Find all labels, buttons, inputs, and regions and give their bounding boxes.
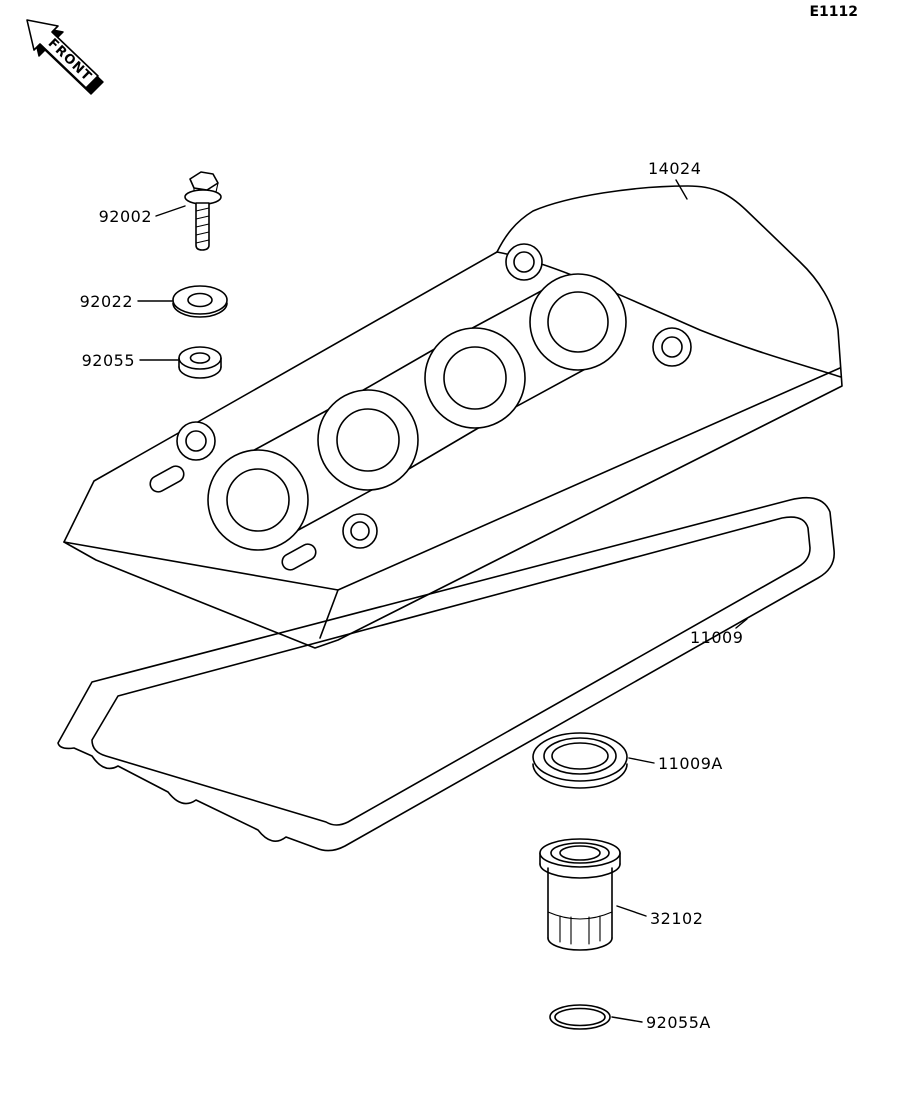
cover-boss-3-hole bbox=[513, 251, 535, 273]
cover-boss-2-hole bbox=[350, 521, 370, 541]
cover-leader-line bbox=[675, 179, 688, 200]
grommet-part-number: 92055 bbox=[82, 351, 135, 370]
gasket-inner-edge bbox=[91, 516, 811, 826]
pipe-band bbox=[547, 911, 613, 920]
diagram-code: E1112 bbox=[809, 4, 858, 20]
front-direction-marker: FRONT bbox=[26, 19, 104, 95]
seal-ring-drawing bbox=[532, 732, 628, 789]
grommet-side bbox=[178, 357, 222, 368]
oring-part-number: 92055A bbox=[646, 1013, 711, 1032]
grommet-drawing bbox=[178, 346, 222, 379]
bolt-drawing bbox=[184, 171, 222, 251]
cover-slot-1 bbox=[149, 465, 185, 493]
pipe-bottom bbox=[547, 937, 613, 951]
cover-gasket-drawing bbox=[57, 496, 835, 852]
cover-boss-3 bbox=[505, 243, 543, 281]
pipe-slots bbox=[559, 915, 601, 945]
washer-thickness bbox=[172, 302, 228, 318]
bolt-shank bbox=[195, 202, 210, 251]
cover-boss-1-hole bbox=[185, 430, 207, 452]
front-arrow-icon bbox=[26, 19, 99, 89]
bolt-part-number: 92002 bbox=[99, 207, 152, 226]
cover-boss-1 bbox=[176, 421, 216, 461]
seal-part-number: 11009A bbox=[658, 754, 723, 773]
pipe-body-sides bbox=[547, 867, 613, 939]
pipe-leader-line bbox=[616, 905, 647, 917]
seal-inner-ring bbox=[551, 742, 609, 770]
cover-rail-upper bbox=[235, 282, 557, 461]
cover-bore-3-inner bbox=[443, 346, 507, 410]
cover-bore-2-inner bbox=[336, 408, 400, 472]
gasket-part-number: 11009 bbox=[690, 628, 743, 647]
cylinder-head-cover-drawing bbox=[63, 185, 843, 649]
cover-bore-2 bbox=[317, 389, 419, 491]
cover-bore-3 bbox=[424, 327, 526, 429]
leader-lines bbox=[137, 179, 748, 1023]
bolt-head bbox=[189, 171, 219, 191]
oring-outer bbox=[549, 1004, 611, 1030]
oring-leader-line bbox=[611, 1016, 643, 1023]
seal-thickness bbox=[532, 763, 628, 789]
grommet-hole bbox=[189, 352, 211, 364]
cover-bore-4-inner bbox=[547, 291, 609, 353]
grommet-outer bbox=[178, 346, 222, 370]
cover-slot-2 bbox=[281, 543, 317, 571]
gasket-outer-edge bbox=[57, 496, 835, 852]
cover-bore-4 bbox=[529, 273, 627, 371]
cover-boss-4-hole bbox=[661, 336, 683, 358]
bolt-flange bbox=[184, 189, 222, 205]
cover-hump-base bbox=[496, 251, 842, 378]
gasket-leader-line bbox=[735, 618, 748, 629]
cover-part-number: 14024 bbox=[648, 159, 701, 178]
cover-boss-4 bbox=[652, 327, 692, 367]
bolt-threads bbox=[195, 207, 210, 244]
cover-rail-lower bbox=[279, 360, 601, 541]
pipe-drawing bbox=[539, 838, 621, 951]
part-number-labels: 92002 92022 92055 14024 11009 11009A 321… bbox=[80, 159, 743, 1032]
washer-hole bbox=[187, 292, 213, 308]
seal-leader-line bbox=[628, 757, 655, 764]
pipe-hole bbox=[559, 845, 601, 861]
seal-mid-ring bbox=[543, 737, 617, 775]
oring-inner bbox=[554, 1007, 606, 1027]
o-ring-drawing bbox=[549, 1004, 611, 1030]
washer-drawing bbox=[172, 285, 228, 318]
cover-boss-2 bbox=[342, 513, 378, 549]
washer-outer bbox=[172, 285, 228, 315]
cover-corner-edge bbox=[319, 589, 339, 639]
pipe-flange-bottom bbox=[539, 863, 621, 879]
cover-bore-1-inner bbox=[226, 468, 290, 532]
grommet-bottom bbox=[178, 366, 222, 379]
cover-bore-1 bbox=[207, 449, 309, 551]
washer-part-number: 92022 bbox=[80, 292, 133, 311]
front-label: FRONT bbox=[45, 36, 95, 85]
pipe-rim-inner bbox=[550, 842, 610, 864]
pipe-part-number: 32102 bbox=[650, 909, 703, 928]
bolt-leader-line bbox=[155, 205, 186, 217]
